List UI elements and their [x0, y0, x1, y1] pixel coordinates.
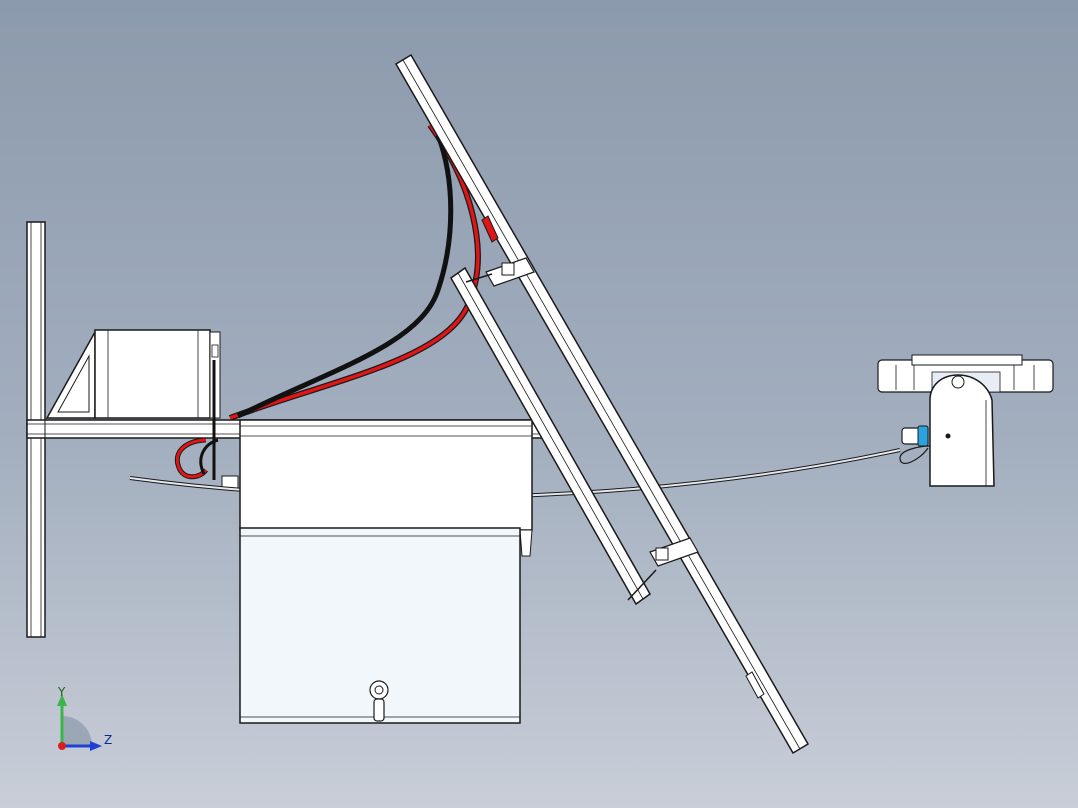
z-axis-arrowhead: [90, 741, 102, 751]
cable-bundle: [175, 123, 481, 489]
triad-arc: [62, 716, 92, 746]
solar-panel[interactable]: [394, 53, 810, 755]
upper-clamp-bracket[interactable]: [465, 257, 535, 287]
cable-connector[interactable]: [899, 425, 931, 464]
controller-enclosure[interactable]: [239, 419, 533, 557]
origin-dot: [58, 742, 66, 750]
gusset-bracket: [45, 329, 96, 419]
z-axis-label: Z: [104, 733, 112, 747]
y-axis-arrowhead: [57, 694, 67, 706]
panel-support-strut[interactable]: [450, 266, 651, 606]
battery-box[interactable]: [94, 329, 221, 419]
lamp-mount-bracket[interactable]: [929, 374, 995, 487]
enclosure-latch[interactable]: [369, 680, 389, 722]
axis-triad: Y Z: [57, 685, 112, 751]
y-axis-label: Y: [57, 685, 66, 699]
lower-clamp-bracket[interactable]: [627, 537, 699, 601]
